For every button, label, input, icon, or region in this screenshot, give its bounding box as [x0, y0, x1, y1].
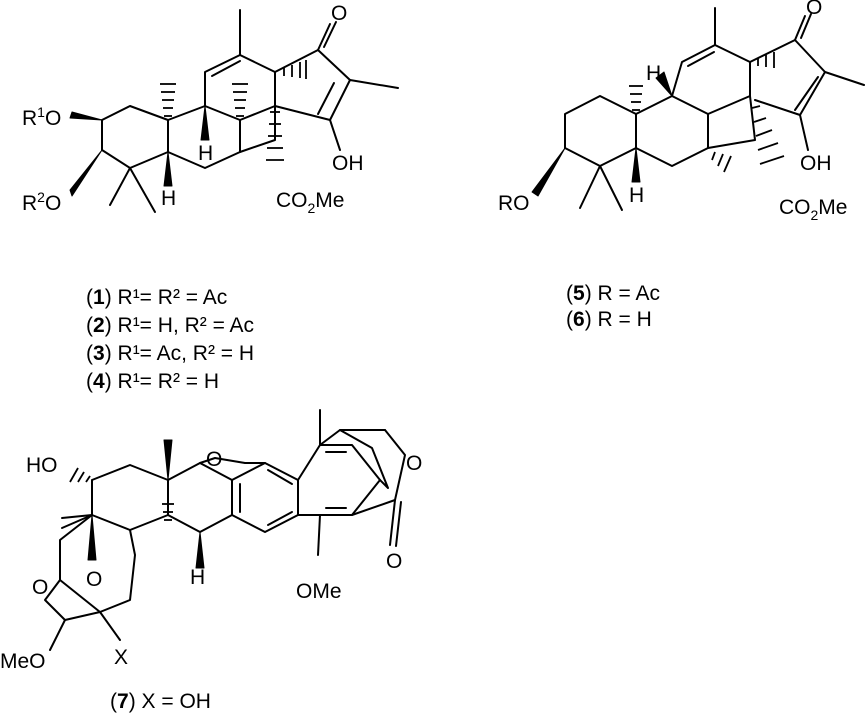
hashed-ho-7	[69, 467, 91, 483]
hashed-methyl-c10	[160, 83, 176, 117]
label-7: (7) X = OH	[110, 690, 211, 713]
ketone-o-1: O	[331, 2, 347, 25]
labels-1-4: (1) R¹= R² = Ac (2) R¹= H, R² = Ac (3) R…	[86, 286, 254, 393]
hashed-methyl-7	[162, 503, 174, 521]
hashed-methyl-c8-5	[711, 151, 732, 173]
r2o-label: R2O	[22, 189, 61, 215]
r1o-label: R1O	[22, 104, 61, 130]
h-c9-5: H	[646, 62, 661, 85]
ro-label: RO	[498, 192, 530, 215]
h-7: H	[190, 566, 205, 589]
label-1: (1) R¹= R² = Ac	[86, 286, 227, 309]
meo-label-7: MeO	[0, 650, 46, 673]
ho-label-7: HO	[26, 454, 58, 477]
hydroxyl-5: OH	[800, 152, 832, 175]
ketone-o-5: O	[806, 0, 822, 19]
label-6: (6) R = H	[566, 308, 652, 331]
hashed-methyl-c13	[283, 60, 307, 79]
ester-1: CO2Me	[276, 189, 344, 216]
hashed-methyl-c13-5	[757, 52, 775, 68]
acetal-o2-7: O	[86, 568, 102, 591]
pyran-o-7: O	[206, 448, 222, 471]
structure-5-6: RO O OH H H CO2Me	[498, 0, 865, 223]
hashed-methyl-c10-5	[629, 85, 643, 111]
acetal-o1-7: O	[32, 576, 48, 599]
structure-1-4: R1O R2O O OH H H CO2Me	[22, 2, 399, 216]
labels-5-6: (5) R = Ac (6) R = H	[566, 282, 660, 331]
label-4: (4) R¹= R² = H	[86, 370, 219, 393]
hydroxyl-1: OH	[332, 152, 364, 175]
x-label-7: X	[114, 646, 128, 669]
structure-7: HO O O O OMe H O O MeO X	[0, 409, 422, 673]
ester-5: CO2Me	[779, 196, 847, 223]
label-2: (2) R¹= H, R² = Ac	[86, 314, 254, 337]
h-c5-5: H	[629, 184, 644, 207]
h-c9-1: H	[198, 142, 213, 165]
h-c5-1: H	[161, 187, 176, 210]
methoxy-7: OMe	[296, 580, 342, 603]
label-3: (3) R¹= Ac, R² = H	[86, 342, 254, 365]
hashed-methyl-c8	[232, 83, 248, 117]
label-5: (5) R = Ac	[566, 282, 660, 305]
hashed-ester-c14-5	[751, 105, 785, 165]
carbonyl-o-7: O	[386, 550, 402, 573]
hashed-ester-c14	[266, 111, 284, 161]
lactone-o-7: O	[406, 452, 422, 475]
